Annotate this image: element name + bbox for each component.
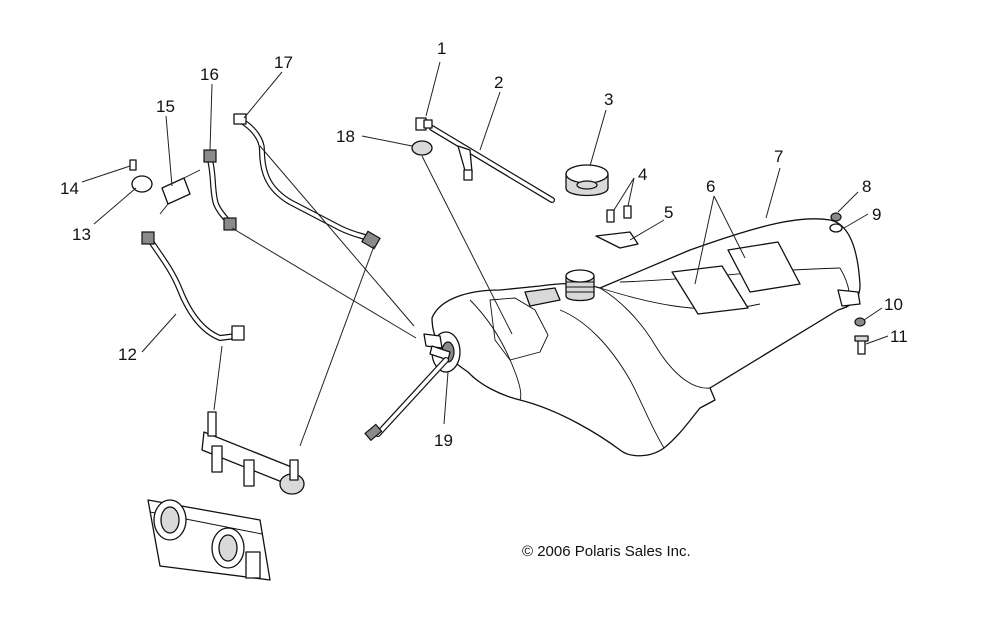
callout-5: 5 — [664, 203, 673, 222]
washer — [829, 223, 843, 233]
callout-17: 17 — [274, 53, 293, 72]
grommet-small — [854, 317, 866, 327]
callout-11: 11 — [890, 327, 908, 346]
callout-9: 9 — [872, 205, 881, 224]
callout-16: 16 — [200, 65, 219, 84]
callout-14: 14 — [60, 179, 79, 198]
grommet — [411, 140, 433, 156]
fuel-hose-17 — [233, 113, 381, 250]
fuel-hose-16 — [203, 149, 237, 231]
filler-neck — [565, 269, 595, 302]
callout-19: 19 — [434, 431, 453, 450]
screws — [606, 205, 632, 223]
callout-3: 3 — [604, 90, 613, 109]
callouts: 1 2 3 4 5 6 7 8 9 10 11 12 13 14 15 16 1… — [60, 39, 908, 450]
fuel-hose-12 — [141, 231, 245, 341]
callout-7: 7 — [774, 147, 783, 166]
fuel-filter — [159, 169, 201, 215]
fuel-tank — [431, 218, 861, 457]
throttle-body — [147, 499, 271, 581]
fuel-rail — [201, 411, 305, 495]
callout-2: 2 — [494, 73, 503, 92]
callout-15: 15 — [156, 97, 175, 116]
copyright-notice: © 2006 Polaris Sales Inc. — [522, 543, 691, 560]
callout-4: 4 — [638, 165, 647, 184]
callout-18: 18 — [336, 127, 355, 146]
nut — [830, 212, 842, 222]
callout-13: 13 — [72, 225, 91, 244]
bracket — [595, 231, 639, 249]
callout-1: 1 — [437, 39, 446, 58]
bolt — [854, 335, 869, 355]
vent-line — [429, 125, 555, 203]
tank-decals — [671, 241, 801, 315]
vent-fitting — [415, 117, 433, 131]
leader-lines — [81, 61, 889, 447]
callout-8: 8 — [862, 177, 871, 196]
callout-12: 12 — [118, 345, 137, 364]
callout-6: 6 — [706, 177, 715, 196]
callout-10: 10 — [884, 295, 903, 314]
fuel-cap — [565, 164, 609, 197]
fuel-pump-assembly — [364, 331, 461, 442]
hose-clamp — [131, 175, 153, 193]
clamp-screw — [129, 159, 137, 171]
